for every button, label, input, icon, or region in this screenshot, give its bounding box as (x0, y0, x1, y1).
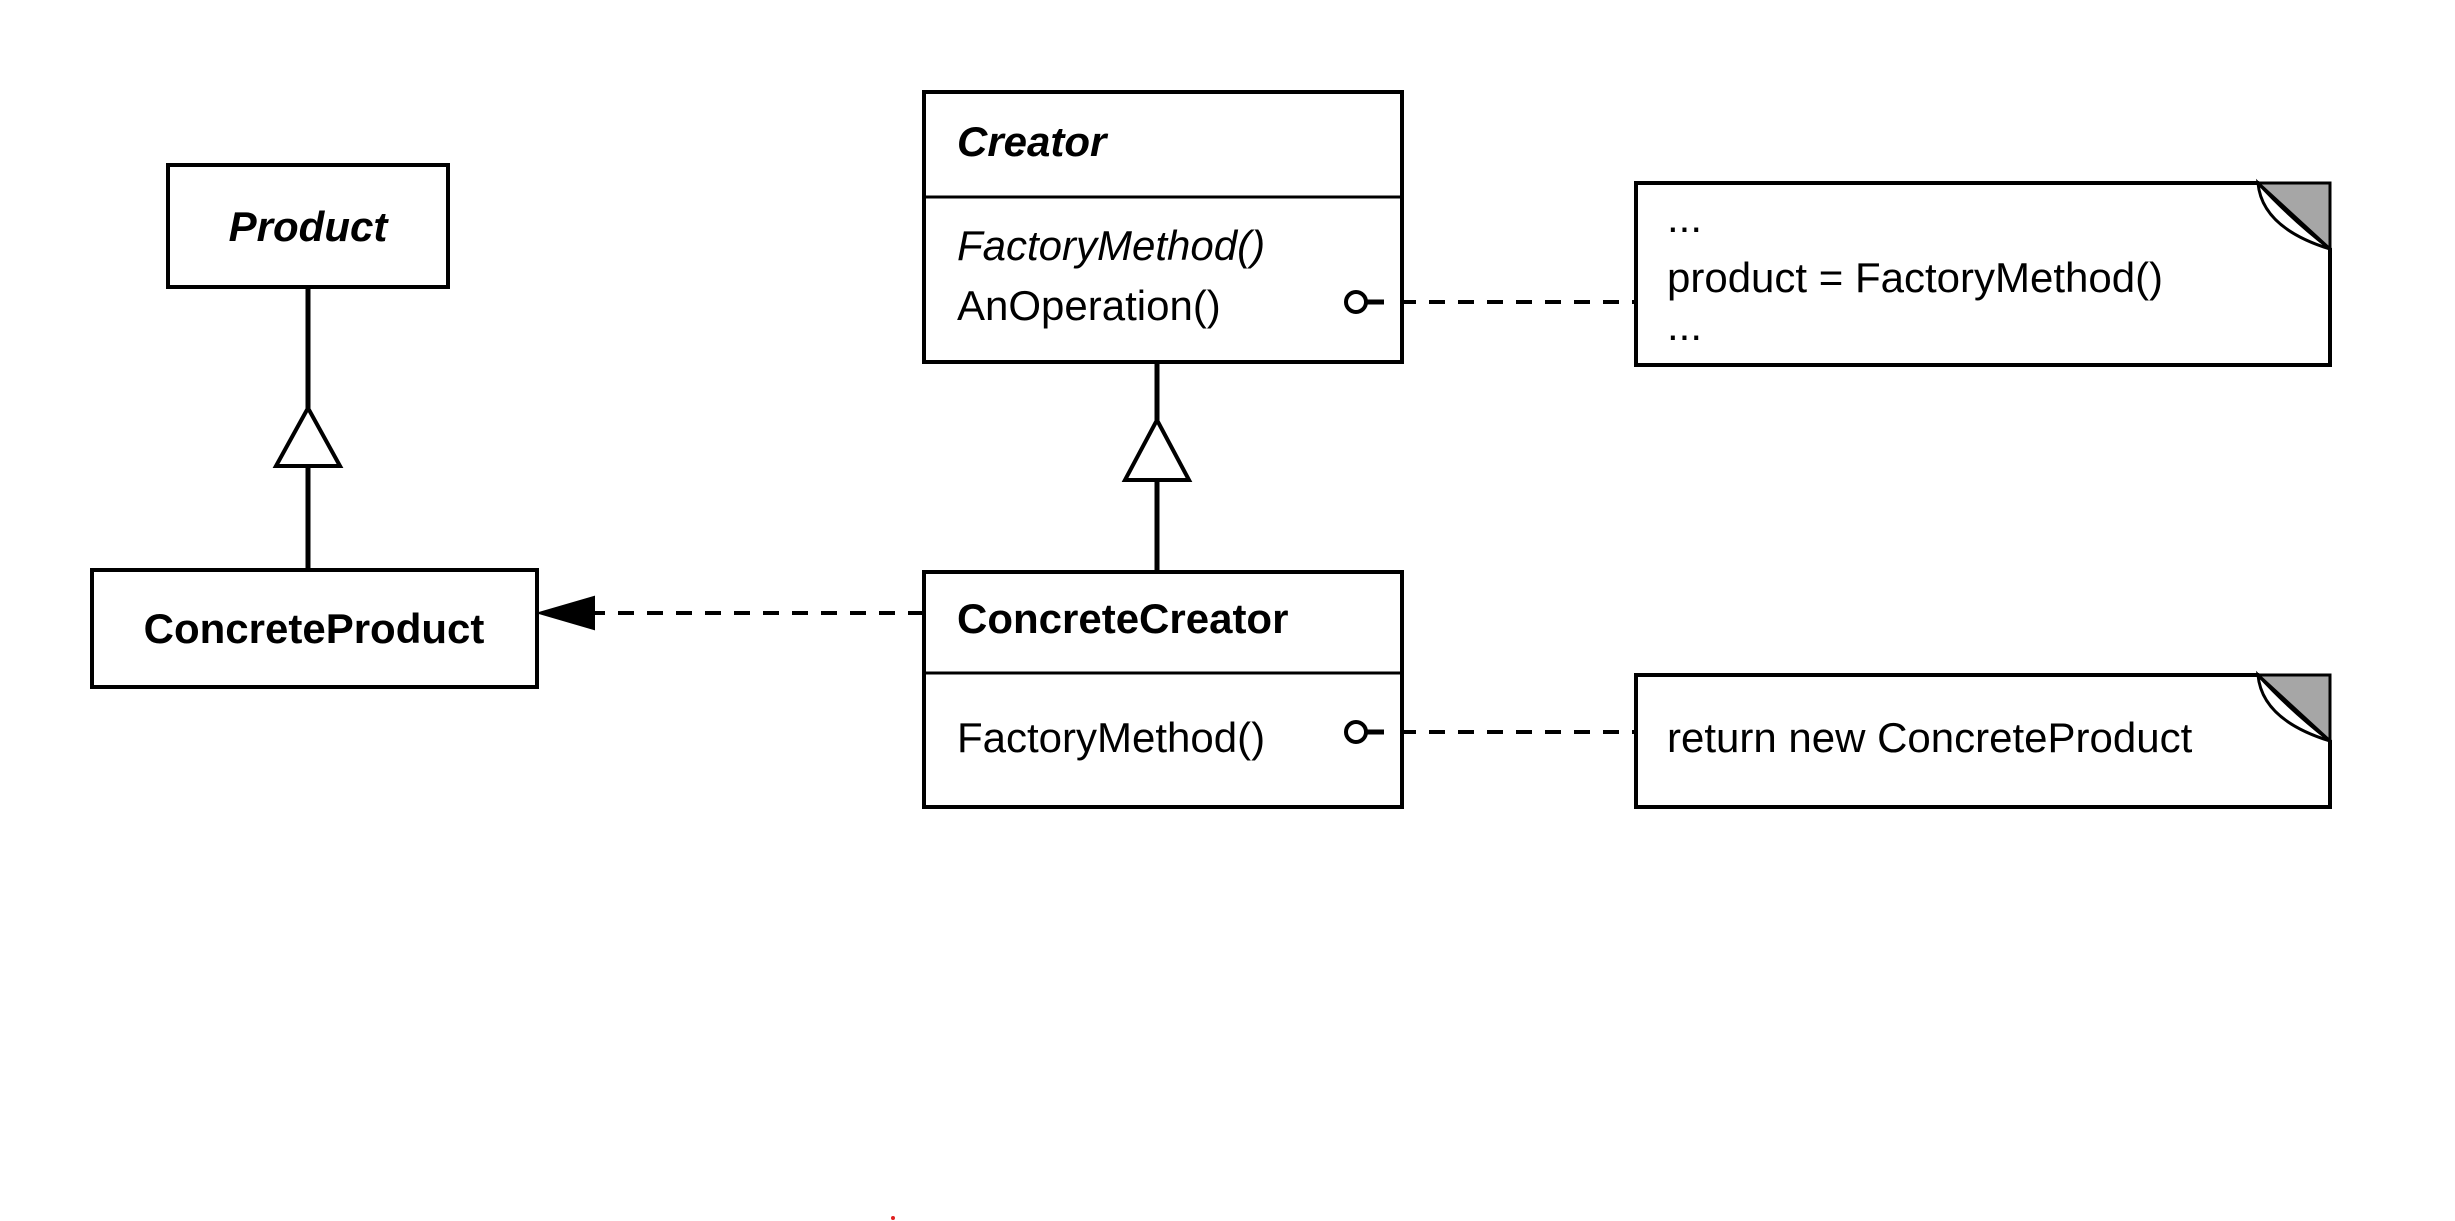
creates-dependency-link (535, 595, 924, 631)
creator-note-line-2: product = FactoryMethod() (1667, 254, 2163, 301)
creator-class-name: Creator (957, 118, 1109, 165)
inheritance-arrowhead (1121, 415, 1193, 482)
creator-note: ... product = FactoryMethod() ... (1634, 178, 2332, 367)
creator-factory-method-operation: FactoryMethod() (957, 222, 1265, 269)
red-dot-artifact (891, 1216, 895, 1220)
creator-class-box: Creator FactoryMethod() AnOperation() (922, 90, 1404, 364)
creator-note-link (1344, 290, 1636, 314)
note-fold-curl (2256, 670, 2331, 743)
inheritance-arrowhead (272, 403, 344, 468)
concrete-creator-note: return new ConcreteProduct (1634, 670, 2332, 809)
creator-an-operation-operation: AnOperation() (957, 282, 1221, 329)
creator-note-line-1: ... (1667, 194, 1702, 241)
concrete-creator-class-name: ConcreteCreator (957, 595, 1288, 642)
note-fold-corner (2254, 181, 2332, 253)
concrete-creator-note-line-1: return new ConcreteProduct (1667, 714, 2193, 761)
creator-inheritance-link (1121, 362, 1193, 572)
creator-note-line-3: ... (1667, 302, 1702, 349)
concrete-creator-note-link (1344, 720, 1636, 744)
concrete-product-class-box: ConcreteProduct (90, 568, 539, 689)
note-fold-curl (2256, 178, 2331, 251)
note-anchor-circle (1344, 290, 1368, 314)
product-inheritance-link (272, 287, 344, 570)
concrete-creator-factory-method-operation: FactoryMethod() (957, 714, 1265, 761)
product-class-name: Product (229, 203, 390, 250)
concrete-creator-class-box: ConcreteCreator FactoryMethod() (922, 570, 1404, 809)
dependency-arrowhead (535, 595, 595, 631)
concrete-product-class-name: ConcreteProduct (144, 605, 485, 652)
note-anchor-circle (1344, 720, 1368, 744)
product-class-box: Product (166, 163, 450, 289)
note-fold-corner (2254, 673, 2332, 745)
